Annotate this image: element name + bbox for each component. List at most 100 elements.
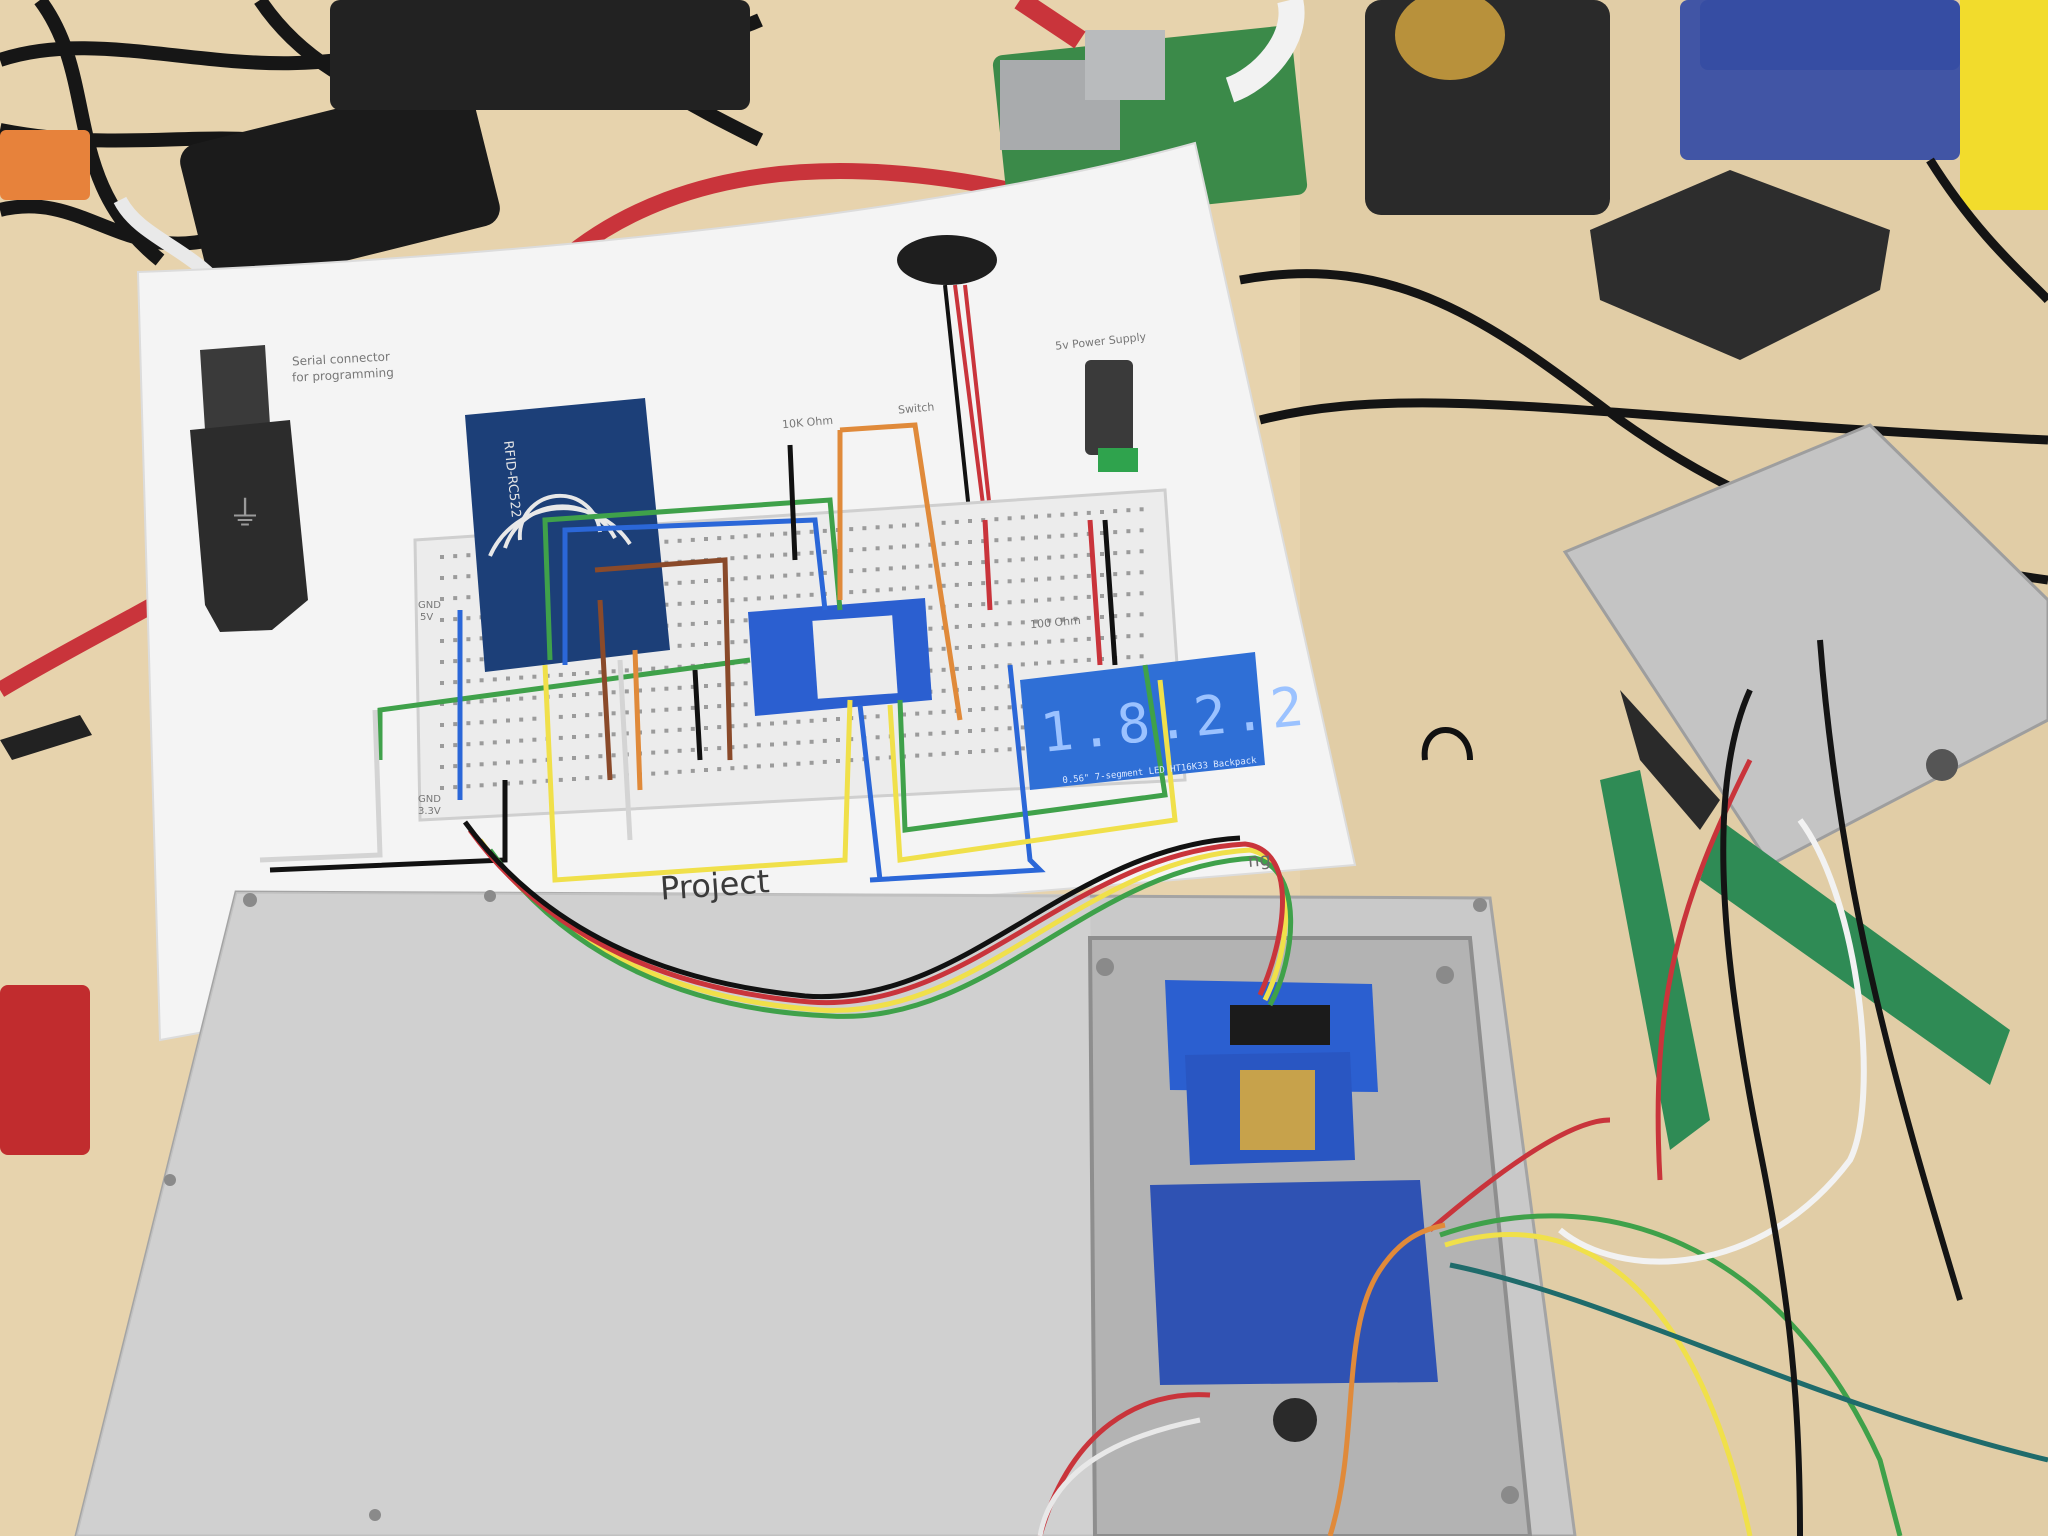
breadboard-hole xyxy=(928,668,933,673)
breadboard-hole xyxy=(677,622,682,627)
breadboard-hole xyxy=(1060,533,1065,538)
breadboard-hole xyxy=(1020,746,1025,751)
breadboard-hole xyxy=(915,564,920,569)
breadboard-hole xyxy=(440,765,444,769)
breadboard-hole xyxy=(928,605,933,610)
breadboard-hole xyxy=(981,665,986,670)
breadboard-hole xyxy=(572,672,576,676)
breadboard-hole xyxy=(1113,551,1118,556)
breadboard-hole xyxy=(968,624,972,628)
breadboard-hole xyxy=(664,602,669,607)
breadboard-hole xyxy=(783,552,788,557)
breadboard-hole xyxy=(453,596,458,601)
breadboard-hole xyxy=(466,637,471,642)
pliers-green-handle-2 xyxy=(1700,820,2010,1085)
breadboard-hole xyxy=(994,643,999,648)
breadboard-hole xyxy=(519,780,524,785)
breadboard-hole xyxy=(664,539,669,544)
breadboard-hole xyxy=(1060,638,1065,643)
breadboard-hole xyxy=(479,678,484,683)
breadboard-hole xyxy=(981,749,986,754)
breadboard-hole xyxy=(954,750,959,755)
breadboard-hole xyxy=(1007,621,1012,626)
breadboard-hole xyxy=(902,733,906,738)
rfid-reader-board xyxy=(1150,1180,1438,1385)
breadboard-hole xyxy=(783,573,788,578)
breadboard-hole xyxy=(479,741,484,746)
breadboard-hole xyxy=(506,739,510,744)
breadboard-hole xyxy=(1007,600,1012,605)
breadboard-hole xyxy=(902,544,906,549)
rail-bottom-gnd-label: GND xyxy=(418,794,441,805)
breadboard-hole xyxy=(677,538,682,543)
breadboard-hole xyxy=(1139,507,1144,512)
breadboard-hole xyxy=(1113,614,1118,619)
breadboard-hole xyxy=(1034,598,1038,603)
breadboard-hole xyxy=(968,729,972,733)
breadboard-hole xyxy=(704,747,708,751)
breadboard-hole xyxy=(809,550,814,555)
breadboard-hole xyxy=(1034,556,1038,561)
breadboard-hole xyxy=(519,696,524,701)
breadboard-hole xyxy=(1007,516,1012,521)
breadboard-hole xyxy=(981,539,986,544)
breadboard-hole xyxy=(1126,634,1131,639)
breadboard-hole xyxy=(875,714,880,719)
breadboard-hole xyxy=(704,705,708,709)
breadboard-hole xyxy=(1007,705,1012,710)
breadboard-hole xyxy=(651,771,656,776)
breadboard-hole xyxy=(1139,591,1144,596)
breadboard-hole xyxy=(492,719,497,724)
breadboard-hole xyxy=(1100,510,1104,514)
breadboard-hole xyxy=(440,597,444,601)
breadboard-hole xyxy=(849,758,854,763)
breadboard-hole xyxy=(572,735,576,739)
breadboard-hole xyxy=(954,666,959,671)
breadboard-hole xyxy=(954,561,959,566)
breadboard-hole xyxy=(730,619,735,624)
breadboard-hole xyxy=(1113,572,1118,577)
breadboard-hole xyxy=(506,697,510,702)
breadboard-hole xyxy=(981,707,986,712)
breadboard-hole xyxy=(1126,571,1131,576)
breadboard-hole xyxy=(704,768,708,772)
breadboard-hole xyxy=(1007,642,1012,647)
breadboard-hole xyxy=(519,759,524,764)
breadboard-hole xyxy=(1047,597,1052,602)
breadboard-hole xyxy=(1086,657,1091,662)
breadboard-hole xyxy=(690,537,695,542)
breadboard-hole xyxy=(915,732,920,737)
breadboard-hole xyxy=(1047,660,1052,665)
breadboard-hole xyxy=(492,782,497,787)
breadboard-hole xyxy=(690,642,695,647)
breadboard-hole xyxy=(796,530,801,535)
schematic-wire-white xyxy=(259,659,633,863)
breadboard-hole xyxy=(1100,531,1104,535)
breadboard-hole xyxy=(1139,654,1144,659)
breadboard-hole xyxy=(704,621,708,625)
dc-plug-left xyxy=(0,715,92,760)
breadboard-hole xyxy=(624,710,629,715)
loose-wire-black xyxy=(1720,639,1963,1536)
breadboard-hole xyxy=(440,723,444,727)
breadboard-hole xyxy=(796,551,801,556)
breadboard-hole xyxy=(1073,595,1078,600)
breadboard-hole xyxy=(677,685,682,690)
breadboard-hole xyxy=(994,748,999,753)
breadboard-hole xyxy=(624,689,629,694)
breadboard-hole xyxy=(466,679,471,684)
breadboard-hole xyxy=(1073,658,1078,663)
buzzer-mounted xyxy=(1273,1398,1317,1442)
breadboard-hole xyxy=(941,751,946,756)
breadboard-hole xyxy=(664,749,669,754)
breadboard-hole xyxy=(770,553,774,558)
breadboard-hole xyxy=(941,709,946,714)
breadboard-hole xyxy=(1047,555,1052,560)
breadboard-hole xyxy=(836,738,840,742)
breadboard-hole xyxy=(506,676,510,681)
breadboard-hole xyxy=(717,578,722,583)
breadboard-hole xyxy=(1126,592,1131,597)
breadboard-hole xyxy=(875,588,880,593)
breadboard-hole xyxy=(440,555,444,559)
rail-top-gnd-label: GND xyxy=(418,600,441,611)
